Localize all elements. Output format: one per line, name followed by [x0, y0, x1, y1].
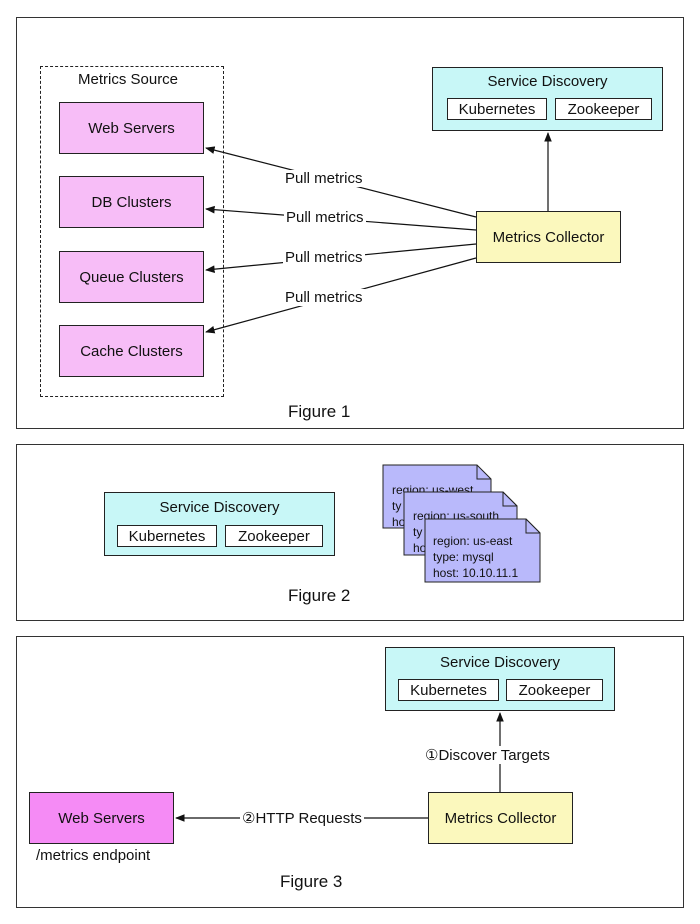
pull-metrics-label-4: Pull metrics: [283, 289, 365, 306]
zookeeper-box: Zookeeper: [555, 98, 652, 120]
kubernetes-box: Kubernetes: [447, 98, 547, 120]
figure-2-caption: Figure 2: [288, 586, 351, 605]
service-discovery-box-2: Service Discovery Kubernetes Zookeeper: [104, 492, 335, 556]
metrics-source-title: Metrics Source: [78, 71, 179, 88]
db-clusters-box: DB Clusters: [59, 176, 204, 228]
zookeeper-box: Zookeeper: [225, 525, 323, 547]
pull-metrics-label-1: Pull metrics: [283, 170, 365, 187]
service-discovery-title: Service Discovery: [487, 73, 608, 90]
tag-type: ty: [392, 499, 402, 513]
pull-metrics-label-2: Pull metrics: [284, 209, 366, 226]
tag-host: host: 10.10.11.1: [433, 566, 519, 580]
discover-targets-label: ①Discover Targets: [423, 746, 552, 764]
kubernetes-box: Kubernetes: [398, 679, 499, 701]
figure-1-caption: Figure 1: [288, 402, 351, 421]
tag-region: region: us-west: [392, 483, 474, 497]
tag-region: region: us-east: [433, 534, 513, 548]
tag-region: region: us-south: [413, 509, 500, 523]
tag-host: ho: [392, 515, 406, 528]
service-discovery-box-1: Service Discovery Kubernetes Zookeeper: [432, 67, 663, 131]
tag-text-us-east: region: us-east type: mysql host: 10.10.…: [433, 533, 539, 581]
metrics-source-group: [40, 66, 224, 397]
service-discovery-box-3: Service Discovery Kubernetes Zookeeper: [385, 647, 615, 711]
zookeeper-box: Zookeeper: [506, 679, 603, 701]
kubernetes-box: Kubernetes: [117, 525, 217, 547]
tag-host: ho: [413, 541, 427, 554]
service-discovery-title: Service Discovery: [439, 654, 561, 671]
tag-type: ty: [413, 525, 423, 539]
figure-3-caption: Figure 3: [280, 872, 343, 891]
pull-metrics-label-3: Pull metrics: [283, 249, 365, 266]
tag-type: type: mysql: [433, 550, 494, 564]
queue-clusters-box: Queue Clusters: [59, 251, 204, 303]
metrics-endpoint-label: /metrics endpoint: [36, 847, 151, 864]
web-servers-box-3: Web Servers: [29, 792, 174, 844]
metrics-collector-box-3: Metrics Collector: [428, 792, 573, 844]
web-servers-box: Web Servers: [59, 102, 204, 154]
cache-clusters-box: Cache Clusters: [59, 325, 204, 377]
service-discovery-title: Service Discovery: [159, 499, 280, 516]
metrics-collector-box-1: Metrics Collector: [476, 211, 621, 263]
http-requests-label: ②HTTP Requests: [240, 809, 364, 827]
